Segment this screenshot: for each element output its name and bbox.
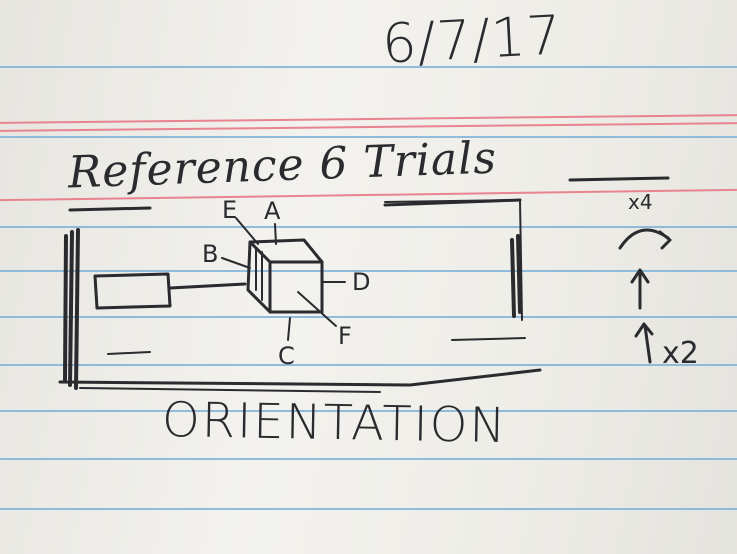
leader-A bbox=[274, 223, 277, 245]
ruled-line bbox=[0, 410, 737, 412]
pusher-block bbox=[93, 272, 172, 310]
ruled-line bbox=[0, 364, 737, 366]
rotation-note: x4 bbox=[628, 190, 653, 214]
right-wall bbox=[510, 234, 522, 318]
floor-line bbox=[79, 387, 381, 393]
left-wall bbox=[63, 228, 80, 390]
ruled-line bbox=[0, 136, 737, 138]
leader-E bbox=[235, 217, 259, 245]
right-wall-edge bbox=[384, 199, 523, 321]
face-label-f: F bbox=[338, 322, 352, 350]
ruled-line bbox=[0, 316, 737, 318]
leader-F bbox=[297, 291, 337, 327]
leader-C bbox=[287, 317, 291, 341]
ruled-line bbox=[0, 508, 737, 510]
curved-arrow-icon bbox=[618, 228, 672, 250]
face-label-b: B bbox=[202, 240, 219, 268]
cube-front bbox=[268, 260, 324, 314]
floor-line bbox=[58, 368, 542, 387]
ruled-line bbox=[0, 270, 737, 272]
scribble bbox=[107, 351, 151, 355]
ruled-line bbox=[0, 458, 737, 460]
up-arrow-icon bbox=[630, 268, 650, 310]
cube-top bbox=[248, 238, 324, 264]
ruled-line bbox=[0, 66, 737, 68]
cube-shading bbox=[255, 247, 263, 301]
scribble bbox=[451, 337, 526, 341]
heading-underline bbox=[68, 206, 152, 212]
face-label-a: A bbox=[264, 197, 281, 225]
repeat-note: x2 bbox=[662, 336, 699, 371]
face-label-e: E bbox=[222, 196, 238, 224]
ruled-line bbox=[0, 226, 737, 228]
leader-B bbox=[221, 257, 251, 269]
up-arrow-icon bbox=[634, 322, 654, 364]
face-label-d: D bbox=[352, 268, 371, 296]
heading-underline bbox=[568, 176, 670, 182]
pusher-rod bbox=[168, 282, 247, 290]
cube-side bbox=[246, 240, 272, 314]
face-label-c: C bbox=[278, 342, 295, 370]
